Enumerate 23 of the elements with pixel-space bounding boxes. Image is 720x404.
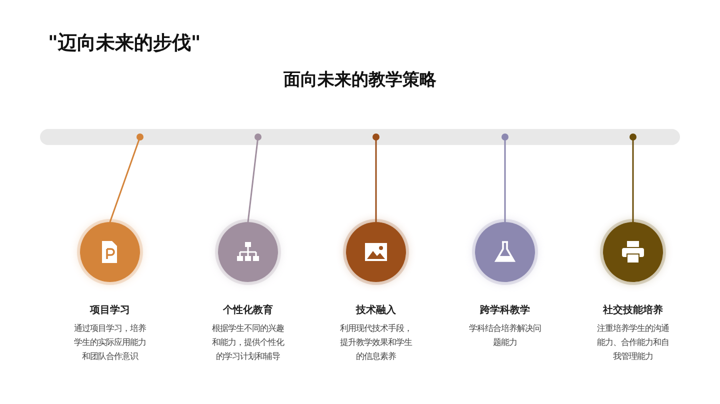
item-description: 注重培养学生的沟通能力、合作能力和自我管理能力 xyxy=(596,322,670,363)
leader-line xyxy=(109,134,144,222)
icon-circle xyxy=(218,222,278,282)
timeline-bar xyxy=(40,129,680,145)
item-heading: 技术融入 xyxy=(354,304,397,317)
item-description: 利用现代技术手段，提升教学效果和学生的信息素养 xyxy=(339,322,414,363)
item-heading: 跨学科教学 xyxy=(479,304,531,317)
icon-circle xyxy=(603,222,663,282)
item-description: 学科结合培养解决问题能力 xyxy=(468,322,542,349)
leader-line xyxy=(372,134,380,222)
item-description: 通过项目学习，培养学生的实际应用能力和团队合作意识 xyxy=(73,322,147,363)
icon-circle xyxy=(346,222,406,282)
icon-circle xyxy=(475,222,535,282)
subtitle: 面向未来的教学策略 xyxy=(282,69,438,91)
item-heading: 项目学习 xyxy=(88,304,131,317)
item-heading: 社交技能培养 xyxy=(602,303,664,317)
leader-line xyxy=(247,134,262,222)
icon-circle xyxy=(80,222,140,282)
title: "迈向未来的步伐" xyxy=(48,31,201,56)
leader-line xyxy=(502,134,508,222)
item-heading: 个性化教育 xyxy=(222,303,274,317)
item-description: 根据学生不同的兴趣和能力，提供个性化的学习计划和辅导 xyxy=(211,322,286,363)
leader-line xyxy=(630,134,636,222)
